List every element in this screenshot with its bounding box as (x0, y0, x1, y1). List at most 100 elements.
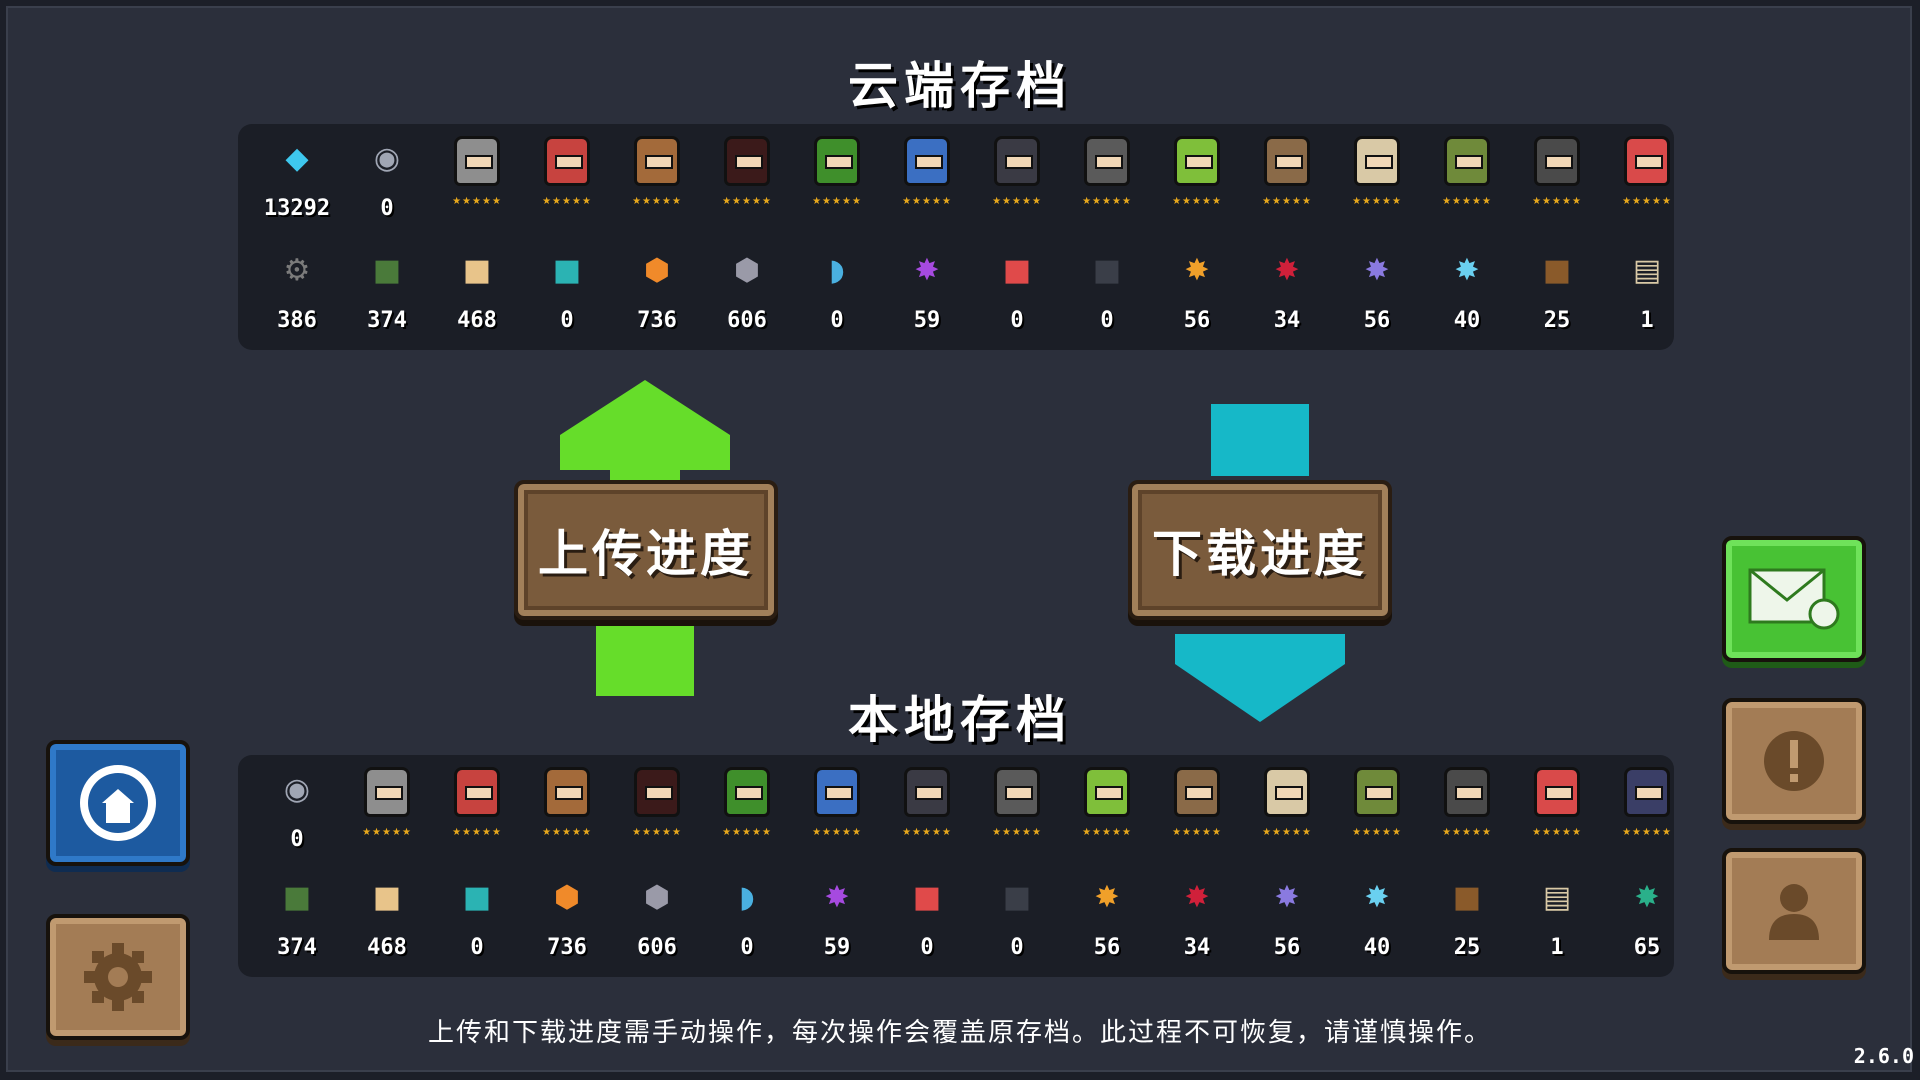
material-item: ⚙386 (252, 242, 342, 352)
purple-crystal-icon: ✸ (824, 879, 850, 915)
hero-robot: ★★★★★ (1512, 130, 1602, 240)
material-item: ✸56 (1062, 869, 1152, 979)
material-count: 34 (1183, 935, 1211, 960)
material-item: ■ 374 (342, 242, 432, 352)
local-save-title: 本地存档 (848, 691, 1072, 749)
circuit-box-icon: ■ (552, 252, 582, 288)
material-item: ✸40 (1332, 869, 1422, 979)
hero-paladin: ★★★★★ (1062, 130, 1152, 240)
upload-progress-button[interactable]: 上传进度 (514, 480, 778, 620)
star-rating: ★★★★★ (632, 196, 682, 207)
star-rating: ★★★★★ (542, 196, 592, 207)
iron-ore-icon: ⬢ (733, 252, 761, 288)
ice-crystal-icon: ✸ (1454, 252, 1480, 288)
star-rating: ★★★★★ (542, 827, 592, 838)
material-item: ✸56 (1242, 869, 1332, 979)
wood-plank-icon: ■ (372, 879, 402, 915)
exclamation-icon (1764, 731, 1824, 791)
account-button[interactable] (1722, 848, 1866, 974)
battery-icon: ■ (372, 252, 402, 288)
star-rating: ★★★★★ (812, 196, 862, 207)
currency-value: 0 (380, 196, 394, 221)
wizard-portrait-icon (544, 767, 590, 817)
druid-portrait-icon (1444, 136, 1490, 186)
material-item: ■0 (522, 242, 612, 352)
settings-button[interactable] (46, 914, 190, 1040)
copper-ore-icon: ⬢ (553, 879, 581, 915)
material-count: 0 (830, 308, 844, 333)
robot-portrait-icon (1444, 767, 1490, 817)
werewolf-portrait-icon (1264, 136, 1310, 186)
red-crystal-icon: ✸ (1274, 252, 1300, 288)
material-count: 56 (1363, 308, 1391, 333)
copper-ore-icon: ⬢ (643, 252, 671, 288)
material-count: 1 (1640, 308, 1654, 333)
orange-crystal-icon: ✸ (1094, 879, 1120, 915)
rogue-portrait-icon (544, 136, 590, 186)
star-rating: ★★★★★ (1082, 827, 1132, 838)
mail-button[interactable] (1722, 536, 1866, 662)
iron-ore-icon: ⬢ (643, 879, 671, 915)
hero-vampire: ★★★★★ (972, 130, 1062, 240)
star-rating: ★★★★★ (452, 196, 502, 207)
star-rating: ★★★★★ (362, 827, 412, 838)
scroll-icon: ▤ (1632, 252, 1662, 288)
circuit-box-icon: ■ (462, 879, 492, 915)
priest-portrait-icon (1354, 136, 1400, 186)
star-rating: ★★★★★ (1532, 196, 1582, 207)
material-item: ✸ 40 (1422, 242, 1512, 352)
hero-knight: ★★★★★ (432, 130, 522, 240)
fish-coin-icon: ◉ (373, 140, 401, 176)
material-item: ◗0 (702, 869, 792, 979)
material-item: ⬢736 (522, 869, 612, 979)
hammer-icon: ■ (1542, 252, 1572, 288)
material-count: 736 (637, 308, 677, 333)
robot-portrait-icon (1534, 136, 1580, 186)
material-item: ✸59 (882, 242, 972, 352)
hero-druid: ★★★★★ (1332, 761, 1422, 871)
berserker-portrait-icon (1534, 767, 1580, 817)
cloud-save-title: 云端存档 (848, 57, 1072, 115)
material-count: 0 (1010, 935, 1024, 960)
material-item: ■25 (1422, 869, 1512, 979)
star-rating: ★★★★★ (1352, 196, 1402, 207)
material-count: 374 (367, 308, 407, 333)
material-count: 59 (913, 308, 941, 333)
material-count: 59 (823, 935, 851, 960)
notice-button[interactable] (1722, 698, 1866, 824)
material-item: ■0 (1062, 242, 1152, 352)
priest-portrait-icon (1264, 767, 1310, 817)
hero-priest: ★★★★★ (1242, 761, 1332, 871)
material-item: ■0 (972, 869, 1062, 979)
material-count: 468 (457, 308, 497, 333)
material-item: ✸56 (1152, 242, 1242, 352)
material-item: ■0 (972, 242, 1062, 352)
material-item: ⬢606 (612, 869, 702, 979)
hero-elf: ★★★★★ (1062, 761, 1152, 871)
material-item: ▤1 (1602, 242, 1692, 352)
blue-fish-icon: ◗ (829, 252, 845, 288)
rogue-portrait-icon (454, 767, 500, 817)
material-count: 25 (1453, 935, 1481, 960)
cloud-material-row: ⚙386■374■468■0⬢736⬢606◗0✸59■0■0✸56✸34✸56… (252, 242, 1692, 352)
local-save-panel: ◉0★★★★★★★★★★★★★★★★★★★★★★★★★★★★★★★★★★★★★★… (238, 755, 1674, 977)
material-count: 0 (1100, 308, 1114, 333)
hero-wizard: ★★★★★ (522, 761, 612, 871)
material-item: ■25 (1512, 242, 1602, 352)
hero-engineer: ★★★★★ (792, 761, 882, 871)
star-rating: ★★★★★ (722, 827, 772, 838)
ice-crystal-icon: ✸ (1364, 879, 1390, 915)
hero-alchemist: ★★★★★ (792, 130, 882, 240)
knight-portrait-icon (364, 767, 410, 817)
download-progress-button[interactable]: 下载进度 (1128, 480, 1392, 620)
material-count: 40 (1453, 308, 1481, 333)
material-count: 56 (1273, 935, 1301, 960)
chilly-room-button[interactable] (46, 740, 190, 866)
hero-priest: ★★★★★ (1332, 130, 1422, 240)
mail-settings-icon (1748, 568, 1840, 630)
star-rating: ★★★★★ (1082, 196, 1132, 207)
hero-werewolf: ★★★★★ (1242, 130, 1332, 240)
currency-fish: ◉0 (342, 130, 432, 240)
paladin-portrait-icon (994, 767, 1040, 817)
hero-wizard: ★★★★★ (612, 130, 702, 240)
